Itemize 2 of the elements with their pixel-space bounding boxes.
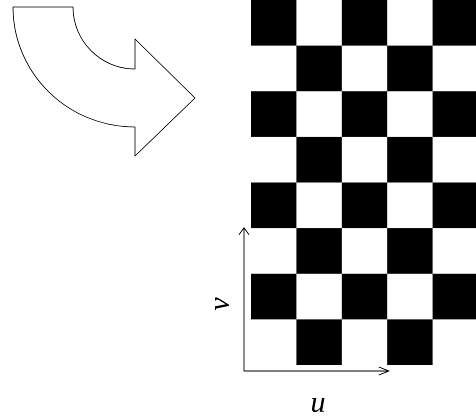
axis-label: v bbox=[214, 297, 230, 310]
axis-label: u bbox=[312, 398, 324, 412]
